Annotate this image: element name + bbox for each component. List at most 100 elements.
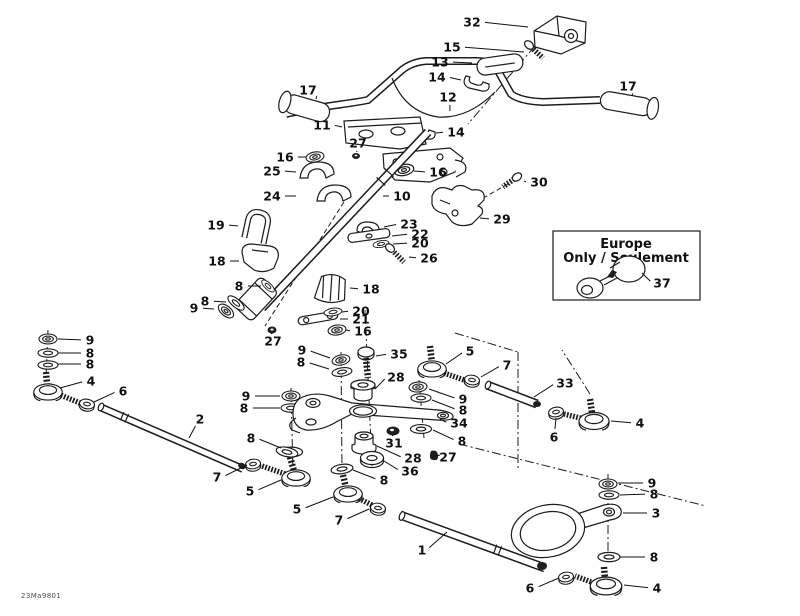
callout-18: 18 [362,282,379,297]
callout-8: 8 [297,355,306,370]
steering-arm-3 [510,503,622,559]
callout-15: 15 [443,40,460,55]
callout-12: 12 [439,90,456,105]
tie-rod-end-4-bottom [574,566,623,597]
callout-20: 20 [352,304,370,319]
callout-leader-28 [376,445,401,458]
pitman-plate-and-arm-34 [289,393,454,434]
riser-block [533,15,587,55]
callout-leader-27 [270,332,273,335]
callout-leader-20 [392,242,408,245]
callout-36: 36 [401,464,419,479]
tie-rod-end-5a [417,345,465,383]
bar-clamp-upper [463,75,490,92]
bolt-26 [384,243,406,264]
callout-leader-28 [374,378,386,390]
riser-bolt [523,40,545,61]
callout-8: 8 [380,473,389,488]
plate-22 [347,228,391,243]
callout-9: 9 [86,333,95,348]
callout-leader-17 [631,93,634,97]
left-grip [278,90,331,123]
callout-9: 9 [459,392,468,407]
callout-9: 9 [190,301,199,316]
u-bolt [241,208,271,245]
callout-8: 8 [459,403,468,418]
callout-22: 22 [411,227,428,242]
callout-leader-36 [383,460,399,470]
callout-leader-5 [445,352,463,365]
callout-leader-9 [310,350,331,359]
part-37 [576,255,646,299]
callout-leader-13 [452,61,473,64]
callout-16: 16 [276,150,294,165]
bolt-35 [357,346,375,379]
callout-24: 24 [263,189,281,204]
handlebar-assembly [278,15,660,140]
bushing-28-upper [350,379,376,402]
callout-leader-25 [284,170,297,173]
callout-23: 23 [400,217,417,232]
handlebar-lower-bend [391,77,496,118]
callout-leader-22 [391,233,408,237]
callout-leader-37 [641,272,651,282]
callout-37: 37 [653,276,670,291]
left-tie-rod-assembly [33,329,246,473]
callout-13: 13 [431,55,448,70]
callout-7: 7 [503,358,512,373]
callout-8: 8 [235,279,244,294]
callout-leader-4 [610,420,632,424]
callout-8: 8 [86,357,95,372]
callout-27: 27 [439,450,456,465]
callout-leader-4 [623,584,649,589]
callout-6: 6 [550,430,559,445]
callout-leader-31 [391,434,394,437]
callout-leader-14 [449,77,462,81]
callout-8: 8 [650,550,659,565]
callout-leader-35 [375,353,387,357]
callout-leader-14 [435,131,444,134]
pitman-arm-assembly [244,345,481,517]
callout-11: 11 [313,118,330,133]
tie-rod-end-5b [261,456,311,488]
callout-17: 17 [619,79,636,94]
callout-28: 28 [404,451,421,466]
callout-8: 8 [458,434,467,449]
callout-25: 25 [263,164,280,179]
pin-27 [429,450,439,461]
clamp-half-24 [316,184,352,202]
rubber-pad-18 [313,273,346,304]
handlebar-bracket [343,116,427,150]
callout-10: 10 [393,189,411,204]
callout-leader-11 [334,124,343,128]
support-bracket-29 [431,172,523,227]
callout-4: 4 [87,374,96,389]
lower-tie-rod-assembly [398,474,623,597]
callout-leader-4 [59,381,83,389]
callout-leader-5 [305,496,334,509]
callout-leader-15 [464,46,525,53]
callout-leader-19 [228,224,239,227]
right-tie-rod-kit [454,332,707,507]
callout-17: 17 [299,83,316,98]
callout-30: 30 [530,175,548,190]
bolt-30 [501,172,523,190]
callout-32: 32 [463,15,480,30]
callout-leader-2 [188,425,196,439]
callout-leader-32 [484,21,529,28]
column-clamp-18 [241,243,279,273]
callout-29: 29 [493,212,510,227]
callout-leader-18 [349,287,359,290]
callout-19: 19 [207,218,224,233]
callout-2: 2 [196,412,205,427]
callout-34: 34 [450,416,468,431]
europe-only-box: Europe Only / Seulement [552,230,701,301]
callout-leader-20 [341,310,349,313]
callout-3: 3 [652,506,661,521]
callout-18: 18 [208,254,225,269]
tie-rod-end-4-left [33,371,82,406]
callout-leader-8 [213,300,227,303]
tie-rod-end-5c [333,474,376,509]
